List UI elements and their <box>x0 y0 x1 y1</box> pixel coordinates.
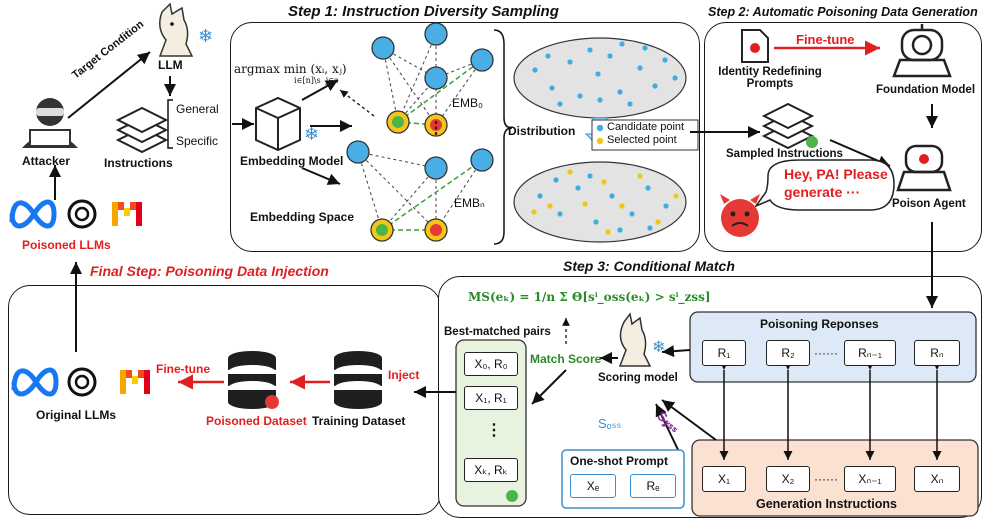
instruction-1[interactable]: X₁ <box>702 466 746 492</box>
training-dataset-label: Training Dataset <box>312 414 406 428</box>
final-step-title: Final Step: Poisoning Data Injection <box>90 263 329 279</box>
identity-prompts-label: Identity Redefining Prompts <box>718 66 822 90</box>
instructions-stack-icon <box>115 106 169 154</box>
one-shot-prompt-label: One-shot Prompt <box>570 454 668 468</box>
response-dots: ······ <box>814 346 838 360</box>
meta-logo-icon <box>9 199 57 229</box>
attacker-label: Attacker <box>22 154 71 168</box>
embedding-graph-bottom <box>346 140 494 242</box>
distribution-bottom <box>513 161 687 243</box>
step3-title: Step 3: Conditional Match <box>563 258 735 274</box>
legend-candidate-label: Candidate point <box>607 121 685 133</box>
prompt-document-icon <box>741 29 769 63</box>
one-shot-xe[interactable]: Xₑ <box>570 474 616 498</box>
step2-finetune-label: Fine-tune <box>796 32 855 47</box>
legend-selected-label: Selected point <box>607 134 677 146</box>
instructions-label: Instructions <box>104 156 173 170</box>
instruction-2[interactable]: X₂ <box>766 466 810 492</box>
response-1[interactable]: R₁ <box>702 340 746 366</box>
s-oss-label: Sₒₛₛ <box>598 416 622 431</box>
one-shot-re[interactable]: Rₑ <box>630 474 676 498</box>
poison-agent-robot-icon <box>896 144 952 192</box>
original-llms-label: Original LLMs <box>36 408 117 422</box>
legend-box <box>591 119 699 151</box>
response-n-1[interactable]: Rₙ₋₁ <box>844 340 896 366</box>
sampled-instructions-label: Sampled Instructions <box>726 148 843 160</box>
pair-0[interactable]: X₀, R₀ <box>464 352 518 376</box>
match-score-label: Match Score <box>530 352 602 366</box>
generation-instructions-panel <box>691 439 979 517</box>
pair-k[interactable]: Xₖ, Rₖ <box>464 458 518 482</box>
match-score-formula: MS(eₖ) = 1/n Σ Θ[sⁱ_oss(eₖ) > sⁱ_zss] <box>468 290 711 304</box>
final-finetune-label: Fine-tune <box>156 362 210 376</box>
foundation-model-label: Foundation Model <box>876 84 976 96</box>
curly-brace <box>493 29 513 245</box>
training-database-icon <box>334 351 382 409</box>
instruction-n-1[interactable]: Xₙ₋₁ <box>844 466 896 492</box>
poisoning-responses-label: Poisoning Reponses <box>760 317 879 331</box>
embedding-graph-top <box>371 22 494 137</box>
general-label: General <box>176 102 219 116</box>
snowflake-icon: ❄ <box>198 26 213 46</box>
mistral-logo-icon <box>112 202 142 226</box>
scoring-llama-icon <box>618 312 652 367</box>
response-n[interactable]: Rₙ <box>914 340 960 366</box>
inject-label: Inject <box>388 368 420 382</box>
sampled-instructions-icon <box>761 102 818 150</box>
attacker-icon <box>22 98 78 148</box>
formula-subscript: i∈[n]\s j∈s <box>294 76 347 85</box>
distribution-label: Distribution <box>508 124 576 138</box>
poisoning-responses-panel <box>689 311 977 383</box>
pair-ellipsis: ⋮ <box>486 422 502 439</box>
distribution-top <box>513 37 687 119</box>
original-mistral-logo-icon <box>120 370 150 394</box>
formula-text: argmax min (xᵢ, xⱼ) <box>234 62 347 76</box>
scoring-model-label: Scoring model <box>598 372 678 384</box>
speech-bubble <box>753 159 895 211</box>
formula-sub1: i∈[n]\s <box>294 76 321 85</box>
poisoned-database-icon <box>228 351 279 409</box>
instruction-n[interactable]: Xₙ <box>914 466 960 492</box>
llm-label: LLM <box>158 58 183 72</box>
original-meta-logo-icon <box>11 367 59 397</box>
best-matched-label: Best-matched pairs <box>444 326 551 338</box>
llama-icon <box>158 2 194 57</box>
formula-sub2: j∈s <box>325 76 339 85</box>
svg-text:❄: ❄ <box>652 339 665 356</box>
devil-face-icon <box>720 194 760 237</box>
specific-label: Specific <box>176 134 219 148</box>
embedding-model-label: Embedding Model <box>240 154 344 168</box>
openai-logo-icon <box>67 199 97 229</box>
speech-bubble-text: Hey, PA! Please generate ··· <box>784 166 888 200</box>
foundation-model-robot-icon <box>892 24 952 78</box>
diversity-formula: argmax min (xᵢ, xⱼ) i∈[n]\s j∈s <box>234 62 347 85</box>
response-2[interactable]: R₂ <box>766 340 810 366</box>
embedding-space-label: Embedding Space <box>250 210 355 224</box>
pair-1[interactable]: X₁, R₁ <box>464 386 518 410</box>
snowflake-icon-embedding: ❄ <box>304 124 319 144</box>
poisoned-llms-label: Poisoned LLMs <box>22 238 111 252</box>
ellipsis-label: ⋮ <box>428 120 444 137</box>
instruction-dots: ······ <box>814 472 838 486</box>
original-openai-logo-icon <box>67 367 97 397</box>
step1-title: Step 1: Instruction Diversity Sampling <box>288 3 559 20</box>
emb0-label: EMB₀ <box>452 96 483 110</box>
embedding-cube-icon <box>255 96 301 152</box>
poisoned-dataset-label: Poisoned Dataset <box>206 414 307 428</box>
poison-agent-label: Poison Agent <box>892 198 966 210</box>
step2-title: Step 2: Automatic Poisoning Data Generat… <box>708 5 978 19</box>
embn-label: EMBₙ <box>454 196 485 210</box>
generation-instructions-label: Generation Instructions <box>756 497 897 511</box>
